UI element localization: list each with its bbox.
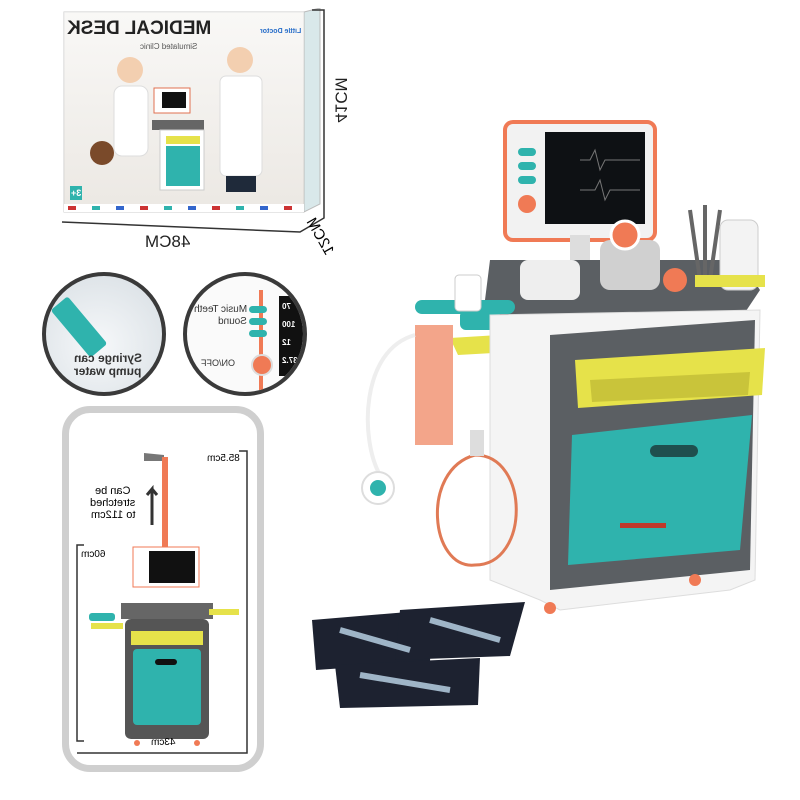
power-label: ON/OFF: [201, 358, 235, 368]
dimension-diagram: [76, 450, 248, 754]
syringe-text-2: pump water: [74, 364, 142, 378]
reading-2: 100: [282, 320, 296, 329]
width-label: 43cm: [151, 737, 176, 748]
dimensions-panel: 85.5cm Can be stretched to 112cm 60cm 43…: [62, 406, 264, 772]
sound-button: [249, 330, 267, 337]
reading-4: 37.2: [282, 356, 298, 365]
stretch-text-2: stretched: [90, 497, 136, 509]
stretch-text-3: to 112cm: [90, 509, 136, 521]
body-height-label: 60cm: [81, 549, 106, 560]
sound-label: Sound: [218, 316, 247, 327]
product-box: MEDICAL DESK Simulated Clinic Little Doc…: [62, 7, 324, 226]
stretch-text-1: Can be: [95, 485, 131, 497]
box-illustration: [63, 7, 321, 213]
music-button: [249, 318, 267, 325]
syringe-callout: Syringe can pump water: [42, 272, 166, 396]
power-button: [251, 354, 273, 376]
reading-1: 70: [282, 302, 291, 311]
teeth-button: [249, 306, 267, 313]
music-label: Music: [220, 304, 247, 315]
monitor-screen: 70 100 12 37.2: [279, 296, 303, 376]
box-stripe: [68, 206, 292, 210]
age-badge-bg: [70, 186, 82, 200]
buttons-callout: 70 100 12 37.2 Teeth Music Sound ON/OFF: [183, 272, 307, 396]
monitor: [503, 120, 657, 261]
box-width-label: 48CM: [145, 232, 191, 251]
reading-3: 12: [282, 338, 291, 347]
max-height-label: 85.5cm: [207, 453, 240, 464]
teeth-label: Teeth: [193, 304, 219, 315]
syringe-icon: [50, 296, 108, 358]
medical-desk-toy: [312, 120, 765, 708]
